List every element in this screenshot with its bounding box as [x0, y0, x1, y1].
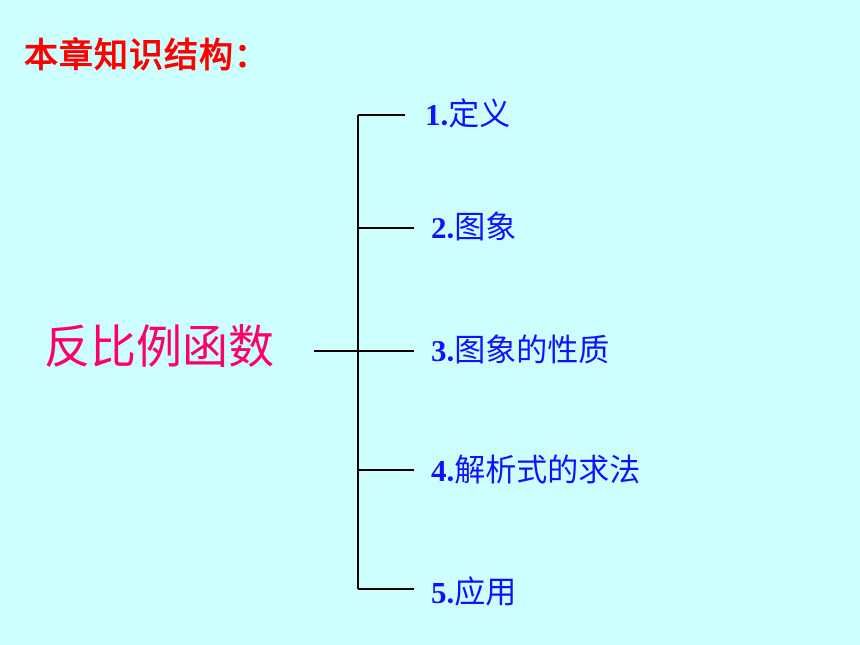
branch-item-2: 2.图象: [431, 210, 516, 246]
branch-label: 图象的性质: [454, 333, 610, 369]
branch-label: 解析式的求法: [454, 453, 641, 489]
branch-label: 图象: [454, 210, 517, 246]
branch-item-5: 5.应用: [431, 575, 516, 611]
branch-label: 定义: [448, 97, 511, 133]
branch-item-1: 1.定义: [425, 97, 510, 133]
slide-title: 本章知识结构：: [24, 36, 269, 76]
branch-item-3: 3.图象的性质: [431, 333, 609, 369]
branch-label: 应用: [454, 575, 517, 611]
branch-number: 3.: [431, 333, 455, 368]
branch-number: 5.: [431, 575, 455, 610]
branch-number: 4.: [431, 453, 455, 488]
branch-item-4: 4.解析式的求法: [431, 453, 640, 489]
branch-number: 1.: [425, 97, 449, 132]
root-node: 反比例函数: [44, 320, 274, 374]
branch-number: 2.: [431, 210, 455, 245]
